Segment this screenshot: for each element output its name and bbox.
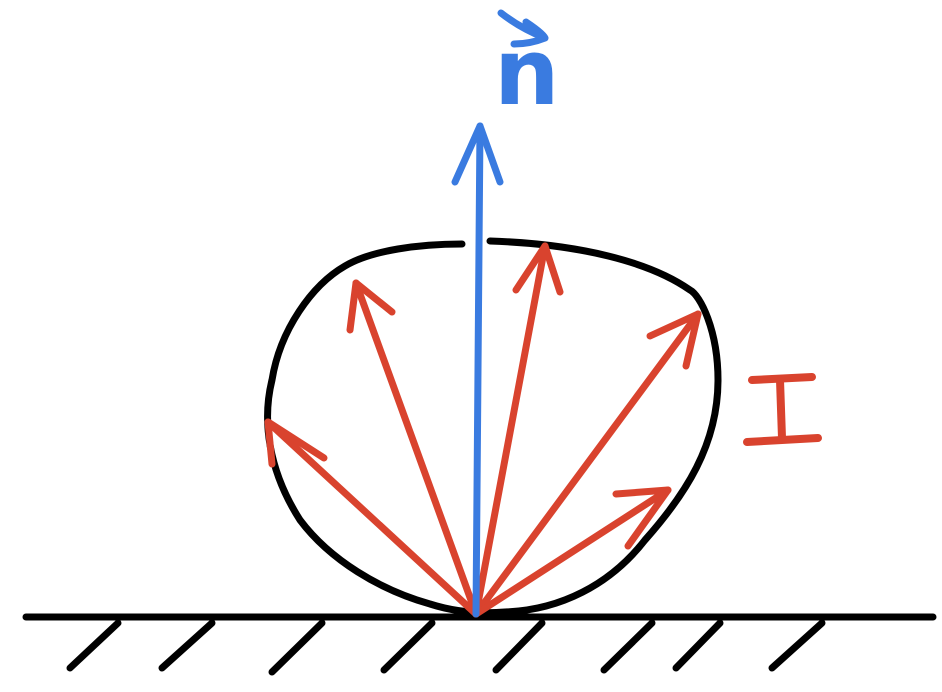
normal-label: n bbox=[494, 19, 560, 126]
normal-arrowhead bbox=[451, 122, 504, 186]
ray-arrowhead bbox=[264, 418, 328, 468]
reflection-lobe-outline bbox=[264, 237, 722, 617]
hatch-mark bbox=[380, 619, 436, 674]
ray-shaft bbox=[264, 418, 480, 618]
ray-arrowhead bbox=[346, 279, 396, 334]
intensity-label: I bbox=[743, 373, 822, 446]
normal-shaft bbox=[472, 122, 484, 618]
ray-arrowhead bbox=[512, 242, 564, 296]
ray-shaft bbox=[472, 310, 702, 618]
ray-shaft bbox=[352, 279, 480, 618]
ray-low-right bbox=[472, 486, 672, 618]
hatch-mark bbox=[158, 619, 216, 672]
ray-shaft bbox=[472, 486, 672, 618]
ray-shaft bbox=[472, 242, 549, 618]
reflected-rays bbox=[264, 242, 702, 618]
ray-right bbox=[472, 242, 564, 618]
ray-far-right bbox=[472, 310, 702, 618]
ray-far-left bbox=[264, 418, 480, 618]
ray-left bbox=[346, 279, 480, 618]
ray-arrowhead bbox=[646, 310, 702, 370]
ray-arrowhead bbox=[612, 486, 672, 550]
hatch-mark bbox=[768, 619, 826, 672]
vector-arrow-icon bbox=[497, 9, 549, 48]
ground-hatching bbox=[66, 619, 826, 676]
hatch-mark bbox=[268, 619, 326, 676]
hatch-mark bbox=[672, 619, 724, 672]
hatch-mark bbox=[492, 619, 546, 674]
hatch-mark bbox=[66, 619, 122, 672]
intensity-label-strokes bbox=[743, 373, 822, 446]
hatch-mark bbox=[600, 619, 656, 674]
normal-vector bbox=[451, 9, 549, 618]
